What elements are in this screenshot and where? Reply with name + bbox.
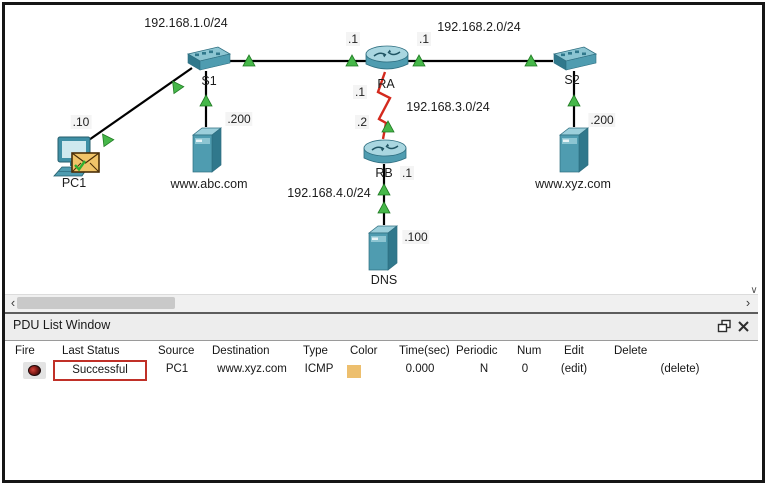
network-label-net3: 192.168.3.0/24 (406, 100, 490, 114)
col-header-num: Num (517, 345, 542, 357)
link-light (377, 183, 391, 196)
source-value: PC1 (165, 363, 189, 375)
ip-label-dns: .100 (402, 230, 430, 244)
ip-label-rb-serial: .2 (354, 115, 370, 129)
type-value: ICMP (304, 363, 334, 375)
topology-canvas[interactable]: 192.168.1.0/24 192.168.2.0/24 192.168.3.… (5, 5, 758, 296)
col-header-color: Color (350, 345, 378, 357)
destination-value: www.xyz.com (217, 363, 287, 375)
link-light (199, 94, 213, 107)
ip-label-abc: .200 (225, 112, 253, 126)
device-label-dns: DNS (370, 273, 398, 287)
last-status-value: Successful (72, 364, 128, 376)
num-value: 0 (521, 363, 529, 375)
float-window-icon[interactable] (717, 319, 732, 334)
col-header-time: Time(sec) (399, 345, 450, 357)
pdu-table: Fire Last Status Source Destination Type… (5, 341, 758, 481)
scrollbar-thumb[interactable] (17, 297, 175, 309)
network-label-net1: 192.168.1.0/24 (144, 16, 228, 30)
ip-label-pc1: .10 (70, 115, 92, 129)
link-light (567, 94, 581, 107)
device-label-rb: RB (375, 166, 393, 180)
ip-label-rb-lan: .1 (399, 166, 415, 180)
col-header-destination: Destination (212, 345, 270, 357)
col-header-source: Source (158, 345, 195, 357)
pdu-window-top-border (5, 312, 758, 314)
edit-link[interactable]: (edit) (560, 363, 588, 375)
device-server-xyz[interactable] (559, 127, 589, 173)
device-label-xyz: www.xyz.com (535, 177, 611, 191)
col-header-fire: Fire (15, 345, 35, 357)
ip-label-xyz: .200 (588, 113, 616, 127)
periodic-value: N (479, 363, 489, 375)
close-icon[interactable] (736, 319, 751, 334)
topology-graphics (53, 45, 597, 271)
col-header-type: Type (303, 345, 328, 357)
vertical-scrollbar-down-icon[interactable]: ∨ (750, 285, 758, 296)
fire-button[interactable] (23, 362, 46, 379)
ip-label-ra-serial: .1 (352, 85, 368, 99)
pdu-window-titlebar: PDU List Window (5, 314, 758, 341)
time-value: 0.000 (405, 363, 435, 375)
col-header-edit: Edit (564, 345, 584, 357)
col-header-delete: Delete (614, 345, 648, 357)
device-label-s2: S2 (564, 73, 580, 87)
device-label-ra: RA (377, 77, 395, 91)
last-status-highlight: Successful (53, 360, 147, 381)
link-pc1-s1[interactable] (85, 67, 193, 143)
device-router-ra[interactable] (365, 45, 409, 70)
device-label-abc: www.abc.com (170, 177, 248, 191)
scroll-left-icon[interactable]: ‹ (10, 295, 16, 310)
pdu-envelope-icon[interactable] (70, 151, 101, 174)
network-label-net4: 192.168.4.0/24 (287, 186, 371, 200)
device-router-rb[interactable] (363, 139, 407, 164)
fire-button-icon (28, 365, 41, 376)
device-switch-s1[interactable] (187, 46, 231, 71)
delete-link[interactable]: (delete) (660, 363, 700, 375)
device-server-abc[interactable] (192, 127, 222, 173)
scroll-right-icon[interactable]: › (745, 295, 751, 310)
pdu-color-swatch[interactable] (347, 365, 361, 378)
ip-label-ra-right: .1 (416, 32, 432, 46)
ip-label-ra-left: .1 (345, 32, 361, 46)
link-light (377, 201, 391, 214)
device-server-dns[interactable] (368, 225, 398, 271)
pdu-window-title: PDU List Window (13, 318, 111, 332)
col-header-periodic: Periodic (456, 345, 498, 357)
device-label-pc1: PC1 (61, 176, 87, 190)
col-header-last-status: Last Status (62, 345, 120, 357)
device-label-s1: S1 (201, 74, 217, 88)
horizontal-scrollbar[interactable]: ‹ › (5, 294, 758, 312)
device-switch-s2[interactable] (553, 46, 597, 71)
network-label-net2: 192.168.2.0/24 (437, 20, 521, 34)
